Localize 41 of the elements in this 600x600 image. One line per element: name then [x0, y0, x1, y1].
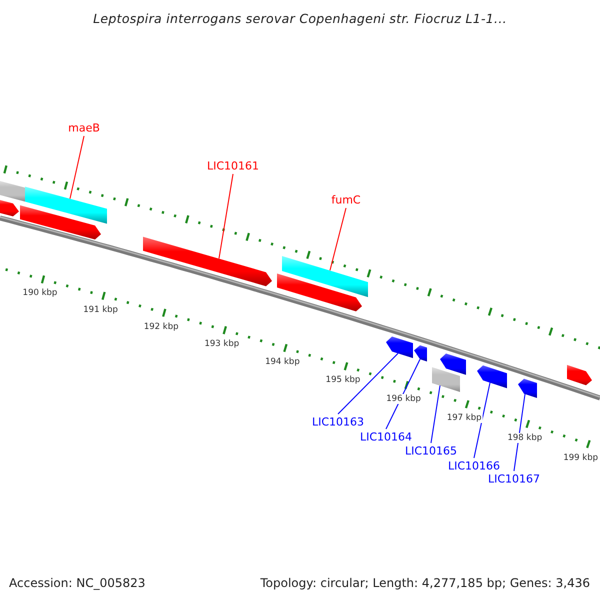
leader-line: [218, 174, 234, 259]
gene-label: LIC10161: [206, 160, 260, 172]
leader-line: [330, 208, 346, 271]
gene-feature: [567, 364, 592, 386]
leader-line: [338, 352, 398, 414]
gene-feature: [518, 378, 537, 398]
leader-line: [386, 358, 420, 430]
scale-label: 197 kbp: [446, 413, 482, 424]
gene-feature: [477, 365, 507, 388]
gene-feature: [432, 367, 460, 392]
scale-label: 190 kbp: [22, 288, 58, 298]
scale-label: 196 kbp: [385, 394, 422, 404]
gene-feature: [143, 236, 272, 286]
gene-feature: [20, 205, 101, 240]
gene-label: LIC10165: [404, 444, 458, 458]
scale-label: 194 kbp: [264, 357, 301, 367]
gene-feature: [25, 186, 107, 224]
title: Leptospira interrogans serovar Copenhageni str. Fiocruz L1-1...: [92, 10, 508, 28]
leader-line: [430, 385, 440, 444]
leader-line: [70, 136, 84, 200]
gene-label: LIC10163: [312, 416, 364, 428]
gene-feature: [0, 200, 19, 216]
scale-label: 193 kbp: [203, 339, 240, 350]
scale-label: 191 kbp: [82, 304, 119, 315]
scale-label: 198 kbp: [506, 432, 544, 443]
gene-label: LIC10164: [360, 430, 412, 444]
genome-stats-text: Topology: circular; Length: 4,277,185 bp; Genes: 3,436: [260, 575, 590, 592]
gene-label: fumC: [331, 194, 361, 206]
gene-label: LIC10167: [488, 472, 540, 486]
leader-line: [474, 382, 490, 458]
gene-label: maeB: [68, 122, 100, 134]
gene-feature: [277, 274, 362, 312]
gene-feature: [282, 256, 368, 298]
leader-line: [514, 394, 526, 472]
accession-text: Accession: NC_005823: [9, 575, 146, 592]
gene-feature: [440, 354, 466, 375]
scale-label: 192 kbp: [142, 322, 180, 332]
gene-label: LIC10166: [448, 460, 500, 472]
gene-feature: [0, 181, 25, 202]
scale-label: 195 kbp: [324, 375, 362, 386]
scale-label: 199 kbp: [562, 453, 599, 464]
